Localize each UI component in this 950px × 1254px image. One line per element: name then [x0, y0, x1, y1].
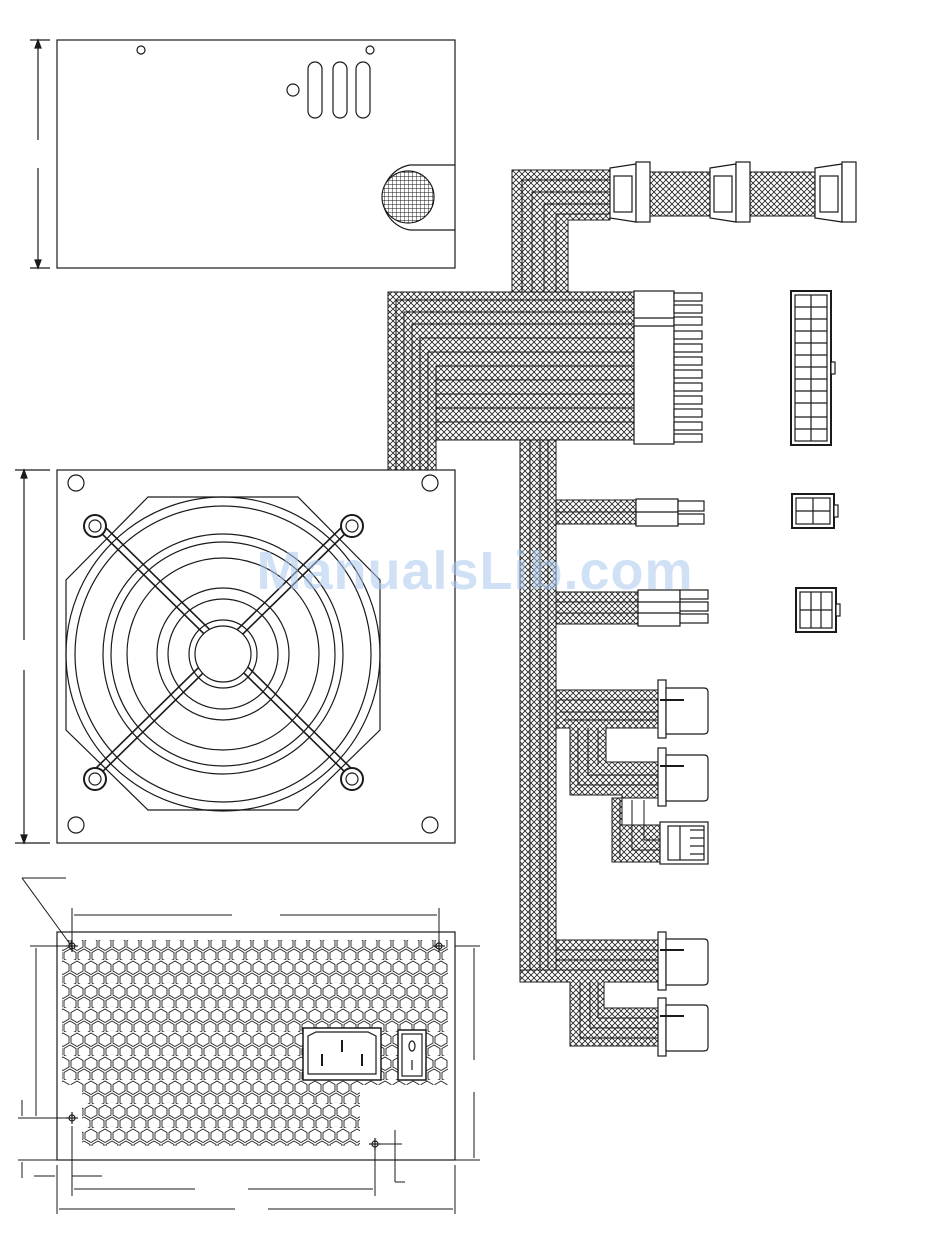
sata-power-chain	[610, 162, 856, 222]
atx-main-24pin	[634, 291, 835, 445]
trunk-cable	[520, 440, 556, 970]
screw-hole-icon	[68, 817, 84, 833]
mount-hole-icon	[366, 46, 374, 54]
ac-inlet	[303, 1028, 381, 1080]
atx-24pin-face-icon	[791, 291, 835, 445]
molex-connector-icon	[658, 932, 708, 990]
main-bundle	[388, 292, 634, 470]
top-view	[30, 40, 455, 268]
fan-view-outline	[57, 470, 455, 843]
top-view-outline	[57, 40, 455, 268]
screw-hole-icon	[422, 475, 438, 491]
mount-hole-icon	[137, 46, 145, 54]
atx-plug-side	[634, 291, 674, 444]
honeycomb-vent	[62, 940, 448, 1146]
rear-panel	[18, 878, 480, 1214]
screw-hole-icon	[68, 475, 84, 491]
eps-4pin	[636, 494, 838, 528]
vent-slots	[308, 62, 370, 118]
fan-housing-side	[382, 165, 455, 230]
fan-view	[15, 470, 455, 843]
mount-hole-icon	[287, 84, 299, 96]
fan-height-dimension	[15, 470, 50, 843]
molex-peripheral-upper	[658, 680, 708, 864]
eps-4pin-face-icon	[792, 494, 838, 528]
fan-hub-center	[195, 626, 251, 682]
pcie-6pin	[638, 588, 840, 632]
height-dimension	[30, 40, 50, 268]
molex-connector-icon	[658, 998, 708, 1056]
atx-pins	[674, 293, 702, 442]
sata-cable	[512, 170, 610, 292]
screw-hole-icon	[422, 817, 438, 833]
molex-connector-icon	[658, 680, 708, 738]
pcie-cable	[556, 592, 638, 624]
molex-connector-icon	[658, 748, 708, 806]
pcie-6pin-face-icon	[796, 588, 840, 632]
power-switch	[398, 1030, 426, 1080]
cable-harness	[388, 170, 815, 1046]
floppy-connector-icon	[660, 822, 708, 864]
molex-peripheral-lower	[658, 932, 708, 1056]
